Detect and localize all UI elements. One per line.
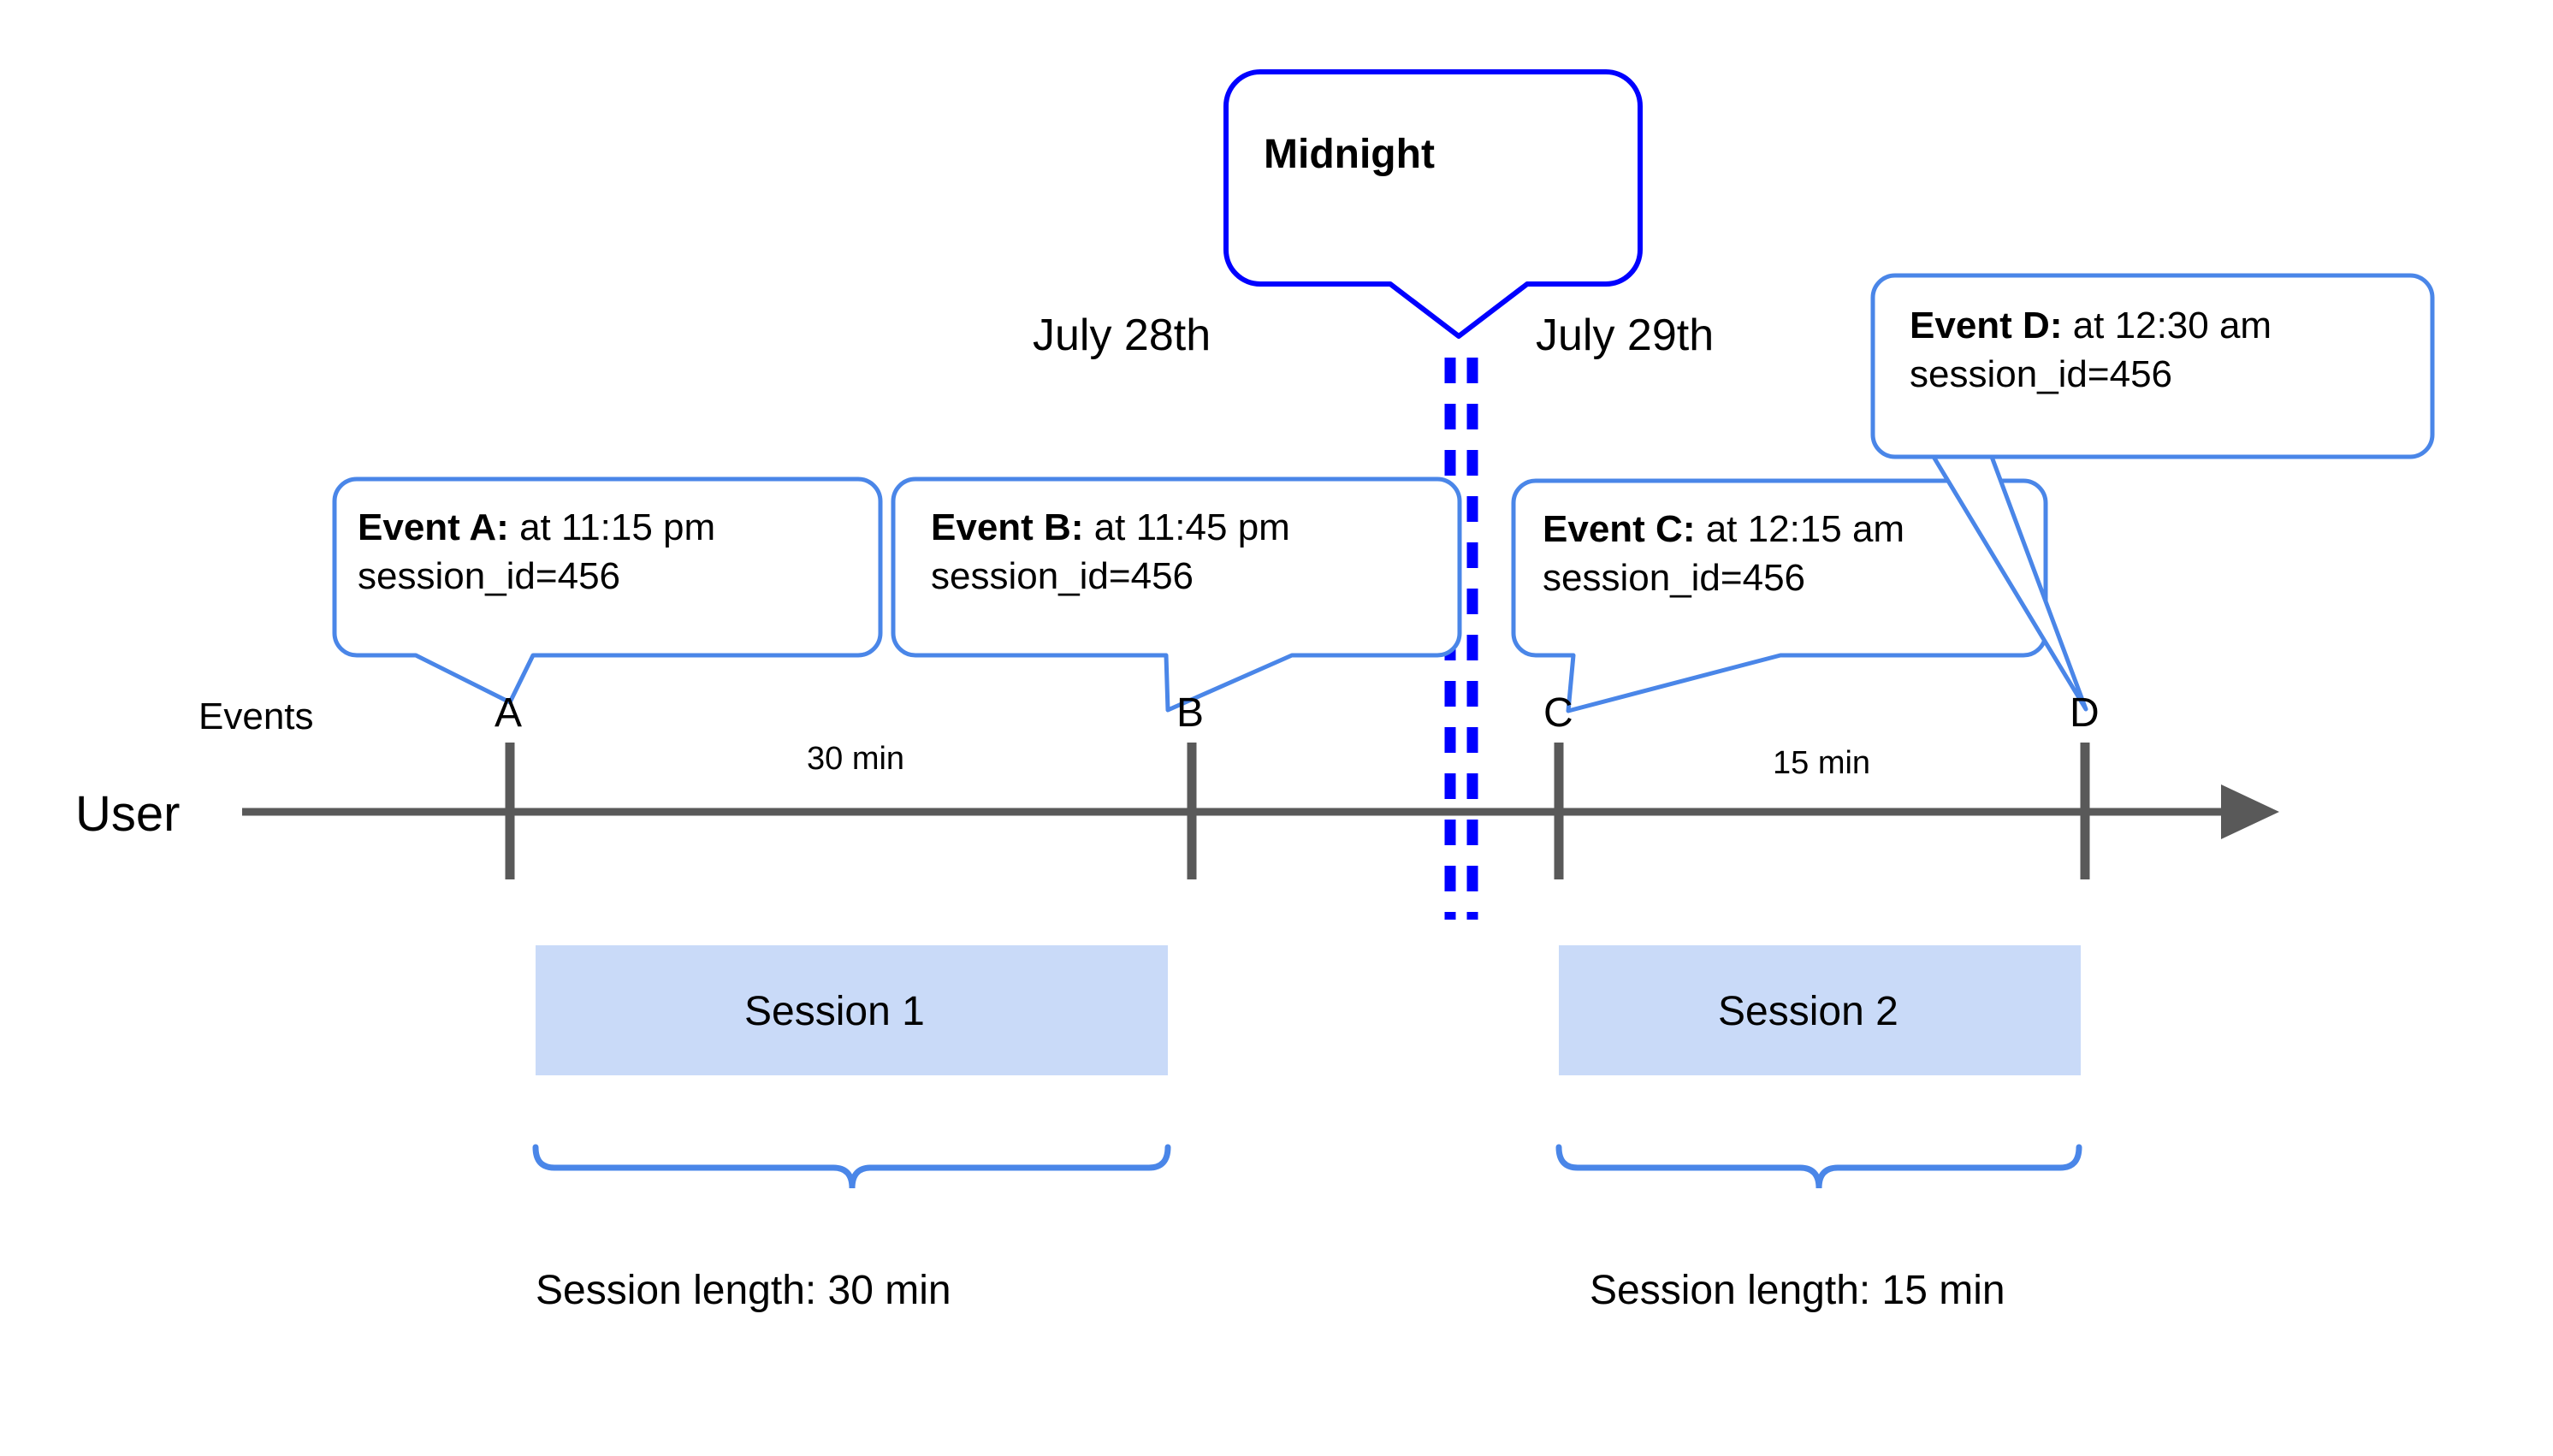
event-d-bold: Event D: bbox=[1910, 305, 2063, 346]
event-c-bold: Event C: bbox=[1543, 508, 1696, 550]
event-a-bold: Event A: bbox=[358, 506, 509, 548]
session-2-bar bbox=[1559, 945, 2081, 1075]
midnight-callout-shape bbox=[1223, 69, 1643, 339]
event-a-callout-shape bbox=[332, 476, 883, 705]
event-c-session-id: session_id=456 bbox=[1543, 557, 1806, 600]
event-d-callout-shape bbox=[1870, 273, 2435, 712]
session-1-bar bbox=[536, 945, 1168, 1075]
session-2-bar-label: Session 2 bbox=[1718, 989, 1898, 1034]
event-a-time: at 11:15 pm bbox=[508, 506, 716, 548]
event-c-time: at 12:15 am bbox=[1695, 508, 1905, 550]
tick-label-b: B bbox=[1176, 690, 1205, 736]
event-b-session-id: session_id=456 bbox=[931, 555, 1194, 598]
events-row-label: Events bbox=[198, 695, 314, 737]
event-b-bold: Event B: bbox=[931, 506, 1084, 548]
event-d-session-id: session_id=456 bbox=[1910, 353, 2173, 396]
midnight-label: Midnight bbox=[1264, 132, 1435, 177]
event-d-callout-text: Event D: at 12:30 am session_id=456 bbox=[1910, 301, 2272, 399]
tick-label-a: A bbox=[495, 690, 523, 736]
event-b-time: at 11:45 pm bbox=[1083, 506, 1290, 548]
event-a-callout-text: Event A: at 11:15 pm session_id=456 bbox=[358, 503, 715, 601]
event-b-callout-shape bbox=[891, 476, 1462, 713]
gap-label-15-min: 15 min bbox=[1773, 745, 1871, 781]
event-b-callout-text: Event B: at 11:45 pm session_id=456 bbox=[931, 503, 1290, 601]
timeline-axis bbox=[242, 784, 2279, 839]
timeline-ticks bbox=[505, 743, 2090, 879]
session-2-length-label: Session length: 15 min bbox=[1590, 1268, 2005, 1313]
user-row-label: User bbox=[75, 786, 181, 842]
tick-label-d: D bbox=[2070, 690, 2100, 736]
session-1-brace bbox=[532, 1144, 1171, 1189]
event-d-time: at 12:30 am bbox=[2062, 305, 2272, 346]
date-label-july-28: July 28th bbox=[1033, 311, 1211, 360]
event-a-session-id: session_id=456 bbox=[358, 555, 621, 598]
session-bars bbox=[536, 945, 2081, 1075]
tick-label-c: C bbox=[1543, 690, 1573, 736]
date-label-july-29: July 29th bbox=[1536, 311, 1715, 360]
gap-label-30-min: 30 min bbox=[807, 741, 905, 777]
event-c-callout-text: Event C: at 12:15 am session_id=456 bbox=[1543, 505, 1904, 602]
session-1-bar-label: Session 1 bbox=[744, 989, 925, 1034]
session-2-brace bbox=[1555, 1144, 2082, 1189]
timeline-arrow-head bbox=[2221, 784, 2279, 839]
event-c-callout-shape bbox=[1511, 478, 2048, 713]
session-braces bbox=[532, 1144, 2082, 1189]
session-1-length-label: Session length: 30 min bbox=[536, 1268, 951, 1313]
